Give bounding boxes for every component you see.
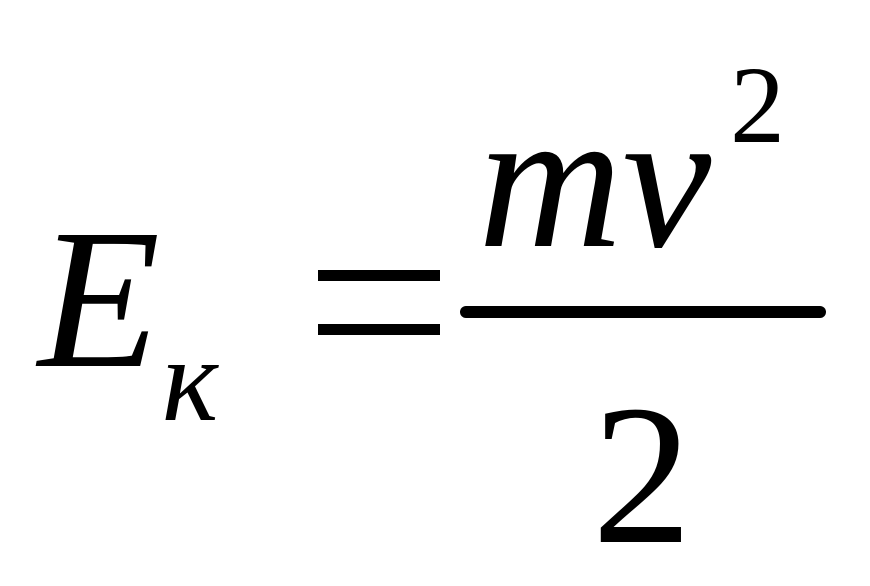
- equals-bar-bottom: [318, 324, 440, 335]
- numerator-exponent: 2: [730, 44, 785, 166]
- equals-bar-top: [318, 270, 440, 281]
- fraction-denominator: 2: [592, 365, 692, 586]
- energy-symbol: E: [38, 189, 161, 410]
- fraction-bar: [460, 306, 826, 318]
- fraction-numerator: mv: [478, 69, 712, 290]
- energy-subscript: к: [162, 313, 219, 446]
